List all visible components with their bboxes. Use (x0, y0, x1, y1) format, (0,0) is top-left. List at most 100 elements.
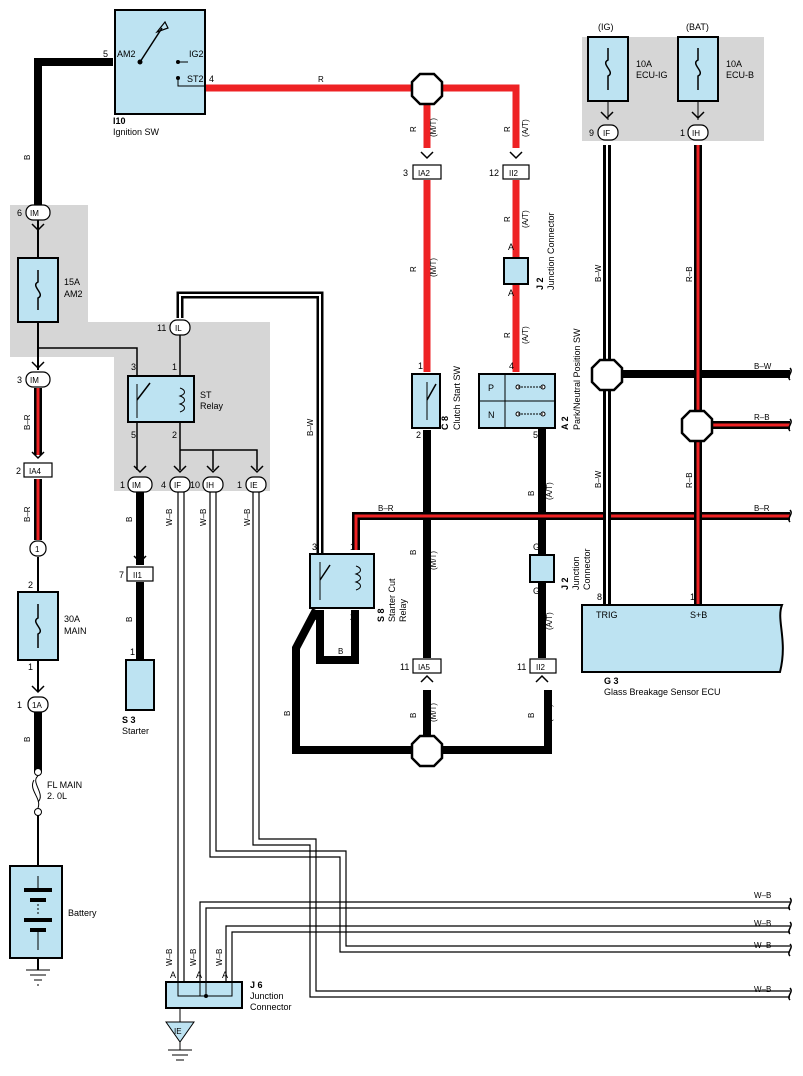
st-relay: 3 1 5 2 ST Relay (127, 362, 224, 440)
svg-text:B–W: B–W (594, 470, 603, 488)
connector-if-bot: IF 4 (161, 476, 191, 493)
svg-text:S 3: S 3 (122, 715, 136, 725)
svg-text:Ignition SW: Ignition SW (113, 127, 160, 137)
svg-text:(A/T): (A/T) (521, 119, 530, 137)
wire-br-horizontal (352, 512, 790, 550)
fuse-ecu-ig: (IG) 10A ECU-IG (587, 22, 668, 102)
svg-text:Starter Cut: Starter Cut (387, 578, 397, 622)
svg-text:2: 2 (350, 612, 355, 622)
svg-text:Junction: Junction (571, 556, 581, 590)
svg-text:2: 2 (16, 466, 21, 476)
svg-text:A: A (508, 242, 514, 252)
svg-text:1: 1 (690, 592, 695, 602)
connector-ih-right: IH 1 (680, 124, 709, 141)
svg-text:TRIG: TRIG (596, 610, 618, 620)
clutch-start-switch: 1 2 C 8 Clutch Start SW (411, 361, 462, 440)
wire-relay-bus (180, 449, 258, 470)
svg-text:W–B: W–B (243, 509, 252, 526)
svg-text:B: B (125, 517, 134, 522)
svg-text:8: 8 (597, 592, 602, 602)
svg-text:W–B: W–B (754, 941, 771, 950)
svg-text:Junction: Junction (250, 991, 284, 1001)
ignition-switch: AM2 IG2 ST2 5 4 I10 Ignition SW (103, 9, 214, 137)
svg-text:R: R (503, 332, 512, 338)
svg-text:B–R: B–R (23, 414, 32, 430)
connector-ie-bot: IE 1 (237, 476, 267, 493)
connector-1a: 1A 1 (17, 696, 49, 713)
svg-text:B: B (338, 647, 343, 656)
svg-text:R: R (409, 126, 418, 132)
svg-text:W–B: W–B (754, 919, 771, 928)
svg-text:B: B (527, 713, 536, 718)
connector-ia4: IA4 2 (16, 462, 53, 478)
svg-text:(A/T): (A/T) (545, 482, 554, 500)
svg-text:15A: 15A (64, 277, 80, 287)
svg-text:Starter: Starter (122, 726, 149, 736)
svg-text:B–R: B–R (754, 504, 770, 513)
svg-text:J 6: J 6 (250, 980, 263, 990)
connector-j1: 1 (29, 540, 47, 557)
svg-text:IG2: IG2 (189, 49, 204, 59)
svg-text:B: B (283, 711, 292, 716)
svg-text:3: 3 (312, 542, 317, 552)
wire-il-top-loop-inner (179, 294, 321, 555)
connector-ii2-top: II2 12 (489, 164, 530, 180)
svg-text:11: 11 (157, 323, 166, 333)
svg-text:6: 6 (17, 208, 22, 218)
wire-r-to-at (442, 84, 520, 148)
svg-text:Connector: Connector (582, 548, 592, 590)
starter: 1 S 3 Starter (122, 647, 155, 736)
svg-text:II2: II2 (509, 169, 518, 178)
connector-if-right: IF 9 (589, 124, 619, 141)
svg-text:J 2: J 2 (535, 277, 545, 290)
svg-text:1: 1 (680, 128, 685, 138)
svg-text:4: 4 (161, 480, 166, 490)
svg-text:IL: IL (175, 324, 182, 333)
svg-text:(A/T): (A/T) (521, 326, 530, 344)
ground-symbol-battery (26, 969, 50, 986)
svg-text:(M/T): (M/T) (429, 703, 438, 722)
junction-points (410, 72, 714, 768)
glass-breakage-sensor-ecu: TRIG S+B 8 1 G 3 Glass Breakage Sensor E… (581, 592, 784, 697)
svg-text:ECU-IG: ECU-IG (636, 70, 668, 80)
svg-text:Clutch Start SW: Clutch Start SW (452, 365, 462, 430)
fusible-link-fl-main: FL MAIN 2. 0L (32, 768, 82, 816)
svg-text:W–B: W–B (199, 509, 208, 526)
svg-text:FL MAIN: FL MAIN (47, 780, 82, 790)
svg-text:B–R: B–R (23, 506, 32, 522)
svg-text:(M/T): (M/T) (429, 118, 438, 137)
connector-arrows (31, 111, 705, 694)
svg-text:IE: IE (174, 1027, 182, 1036)
svg-text:1: 1 (28, 662, 33, 672)
connector-il: IL 11 (157, 319, 191, 336)
wire-end-marks (788, 367, 792, 1001)
svg-text:10A: 10A (636, 59, 652, 69)
svg-text:1: 1 (237, 480, 242, 490)
connector-im-top: IM 6 (17, 204, 51, 221)
svg-text:B: B (125, 617, 134, 622)
junction-connector-j6: A A A J 6 Junction Connector (165, 970, 292, 1022)
svg-text:B: B (527, 491, 536, 496)
svg-text:W–B: W–B (165, 949, 174, 966)
svg-text:Connector: Connector (250, 1002, 292, 1012)
svg-text:A 2: A 2 (560, 416, 570, 430)
wire-black-am2-feed (34, 58, 113, 205)
svg-text:Battery: Battery (68, 908, 97, 918)
fuse-main: 2 1 30A MAIN (17, 580, 87, 672)
svg-text:2. 0L: 2. 0L (47, 791, 67, 801)
svg-text:IH: IH (206, 481, 214, 490)
svg-text:Relay: Relay (200, 401, 224, 411)
svg-text:5: 5 (533, 430, 538, 440)
svg-text:A: A (508, 288, 514, 298)
svg-text:(A/T): (A/T) (521, 210, 530, 228)
svg-text:5: 5 (103, 49, 108, 59)
svg-text:R: R (503, 216, 512, 222)
wire-b-bottom-right (442, 690, 552, 754)
svg-text:B: B (409, 713, 418, 718)
svg-text:12: 12 (489, 168, 499, 178)
svg-text:2: 2 (28, 580, 33, 590)
svg-text:IA4: IA4 (29, 467, 42, 476)
svg-text:(BAT): (BAT) (686, 22, 709, 32)
wire-b-relay-short (316, 610, 359, 664)
connector-ih-bot: IH 10 (190, 476, 224, 493)
